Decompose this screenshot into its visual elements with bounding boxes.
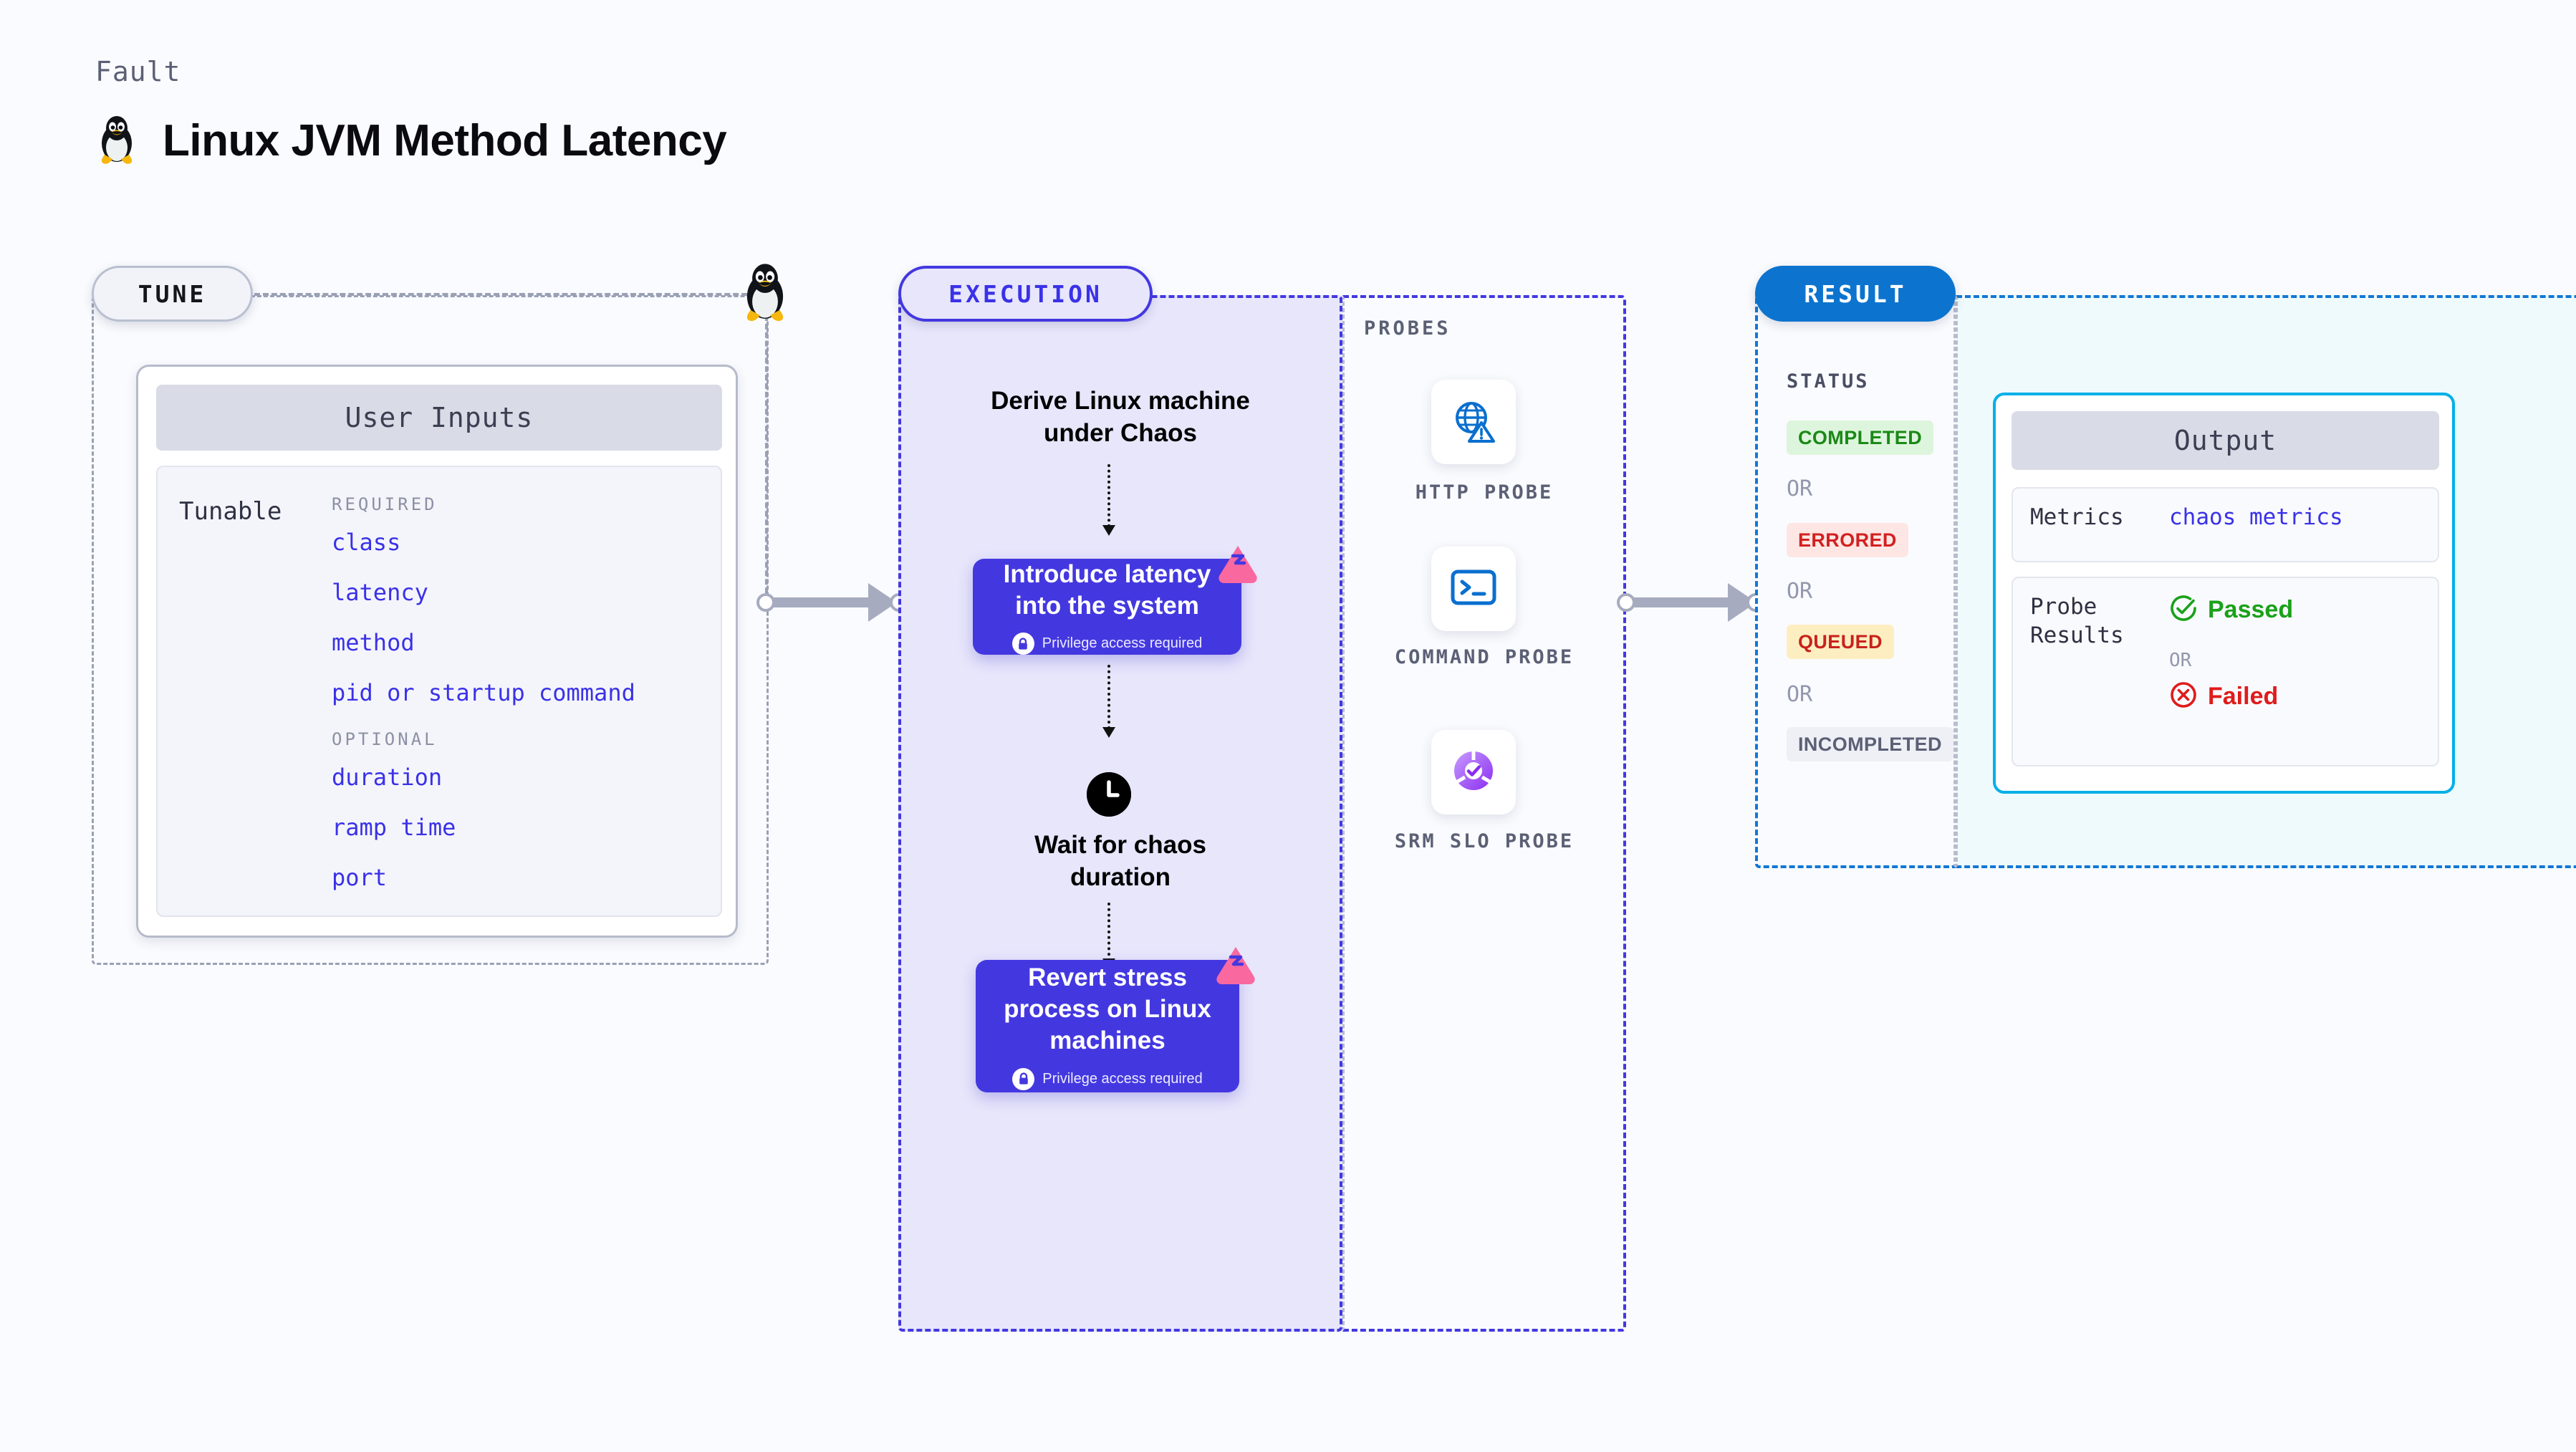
user-inputs-card: User Inputs Tunable REQUIRED class laten…: [136, 365, 738, 938]
flow-arrow-dotted: [1107, 665, 1110, 729]
output-probe-results-key: Probe Results: [2030, 594, 2124, 649]
litmus-chaos-icon: [1216, 540, 1260, 588]
tunable-group-title-required: REQUIRED: [332, 494, 438, 514]
execution-step-derive-label: Derive Linux machine under Chaos: [991, 387, 1250, 447]
x-circle-icon: [2169, 681, 2198, 713]
connector-line: [1633, 597, 1740, 607]
probes-section-label: PROBES: [1364, 317, 1451, 340]
probe-result-passed: Passed: [2169, 594, 2293, 626]
tux-penguin-icon: [95, 115, 138, 166]
probe-result-failed: Failed: [2169, 681, 2278, 713]
execution-step-introduce-latency-card[interactable]: Introduce latency into the system Privil…: [973, 546, 1257, 655]
tunable-item[interactable]: class: [332, 529, 401, 556]
output-probe-results-row: Probe Results Passed OR: [2012, 577, 2439, 766]
flow-arrow-dotted: [1107, 903, 1110, 961]
tune-connector-horizontal: [254, 293, 764, 296]
clock-icon: [1087, 772, 1131, 817]
execution-step-wait-label: Wait for chaos duration: [1034, 831, 1206, 891]
probe-caption-srm-slo: SRM SLO PROBE: [1394, 830, 1575, 852]
user-inputs-title: User Inputs: [156, 385, 722, 451]
probe-tile-http[interactable]: [1431, 380, 1516, 464]
tunable-group-title-optional: OPTIONAL: [332, 729, 438, 749]
tune-connector-vertical: [765, 315, 768, 602]
eyebrow-label: Fault: [95, 56, 181, 87]
tunable-item[interactable]: duration: [332, 764, 443, 791]
probe-tile-srm-slo[interactable]: [1431, 730, 1516, 814]
execution-card-title: Revert stress process on Linux machines: [1004, 963, 1211, 1054]
execution-pill-label: EXECUTION: [898, 266, 1153, 322]
tunable-item[interactable]: latency: [332, 579, 428, 606]
user-inputs-body: Tunable REQUIRED class latency method pi…: [156, 466, 722, 917]
tunable-item[interactable]: ramp time: [332, 814, 456, 841]
flow-arrow-dotted: [1107, 464, 1110, 527]
probe-result-failed-label: Failed: [2208, 683, 2279, 710]
or-separator: OR: [1787, 476, 1813, 501]
lock-icon: [1011, 633, 1034, 655]
privilege-note-text: Privilege access required: [1042, 1070, 1203, 1087]
output-metrics-value[interactable]: chaos metrics: [2169, 504, 2343, 530]
tune-pill-label: TUNE: [92, 266, 253, 322]
privilege-note: Privilege access required: [1011, 633, 1203, 655]
status-badge-queued: QUEUED: [1787, 625, 1894, 659]
output-card: Output Metrics chaos metrics Probe Resul…: [1993, 393, 2455, 794]
output-card-title: Output: [2012, 411, 2439, 470]
or-separator: OR: [1787, 682, 1813, 707]
status-badge-errored: ERRORED: [1787, 523, 1908, 557]
execution-card-title: Introduce latency into the system: [1003, 559, 1211, 620]
terminal-prompt-icon: [1450, 566, 1497, 612]
probe-result-passed-label: Passed: [2208, 596, 2294, 623]
tunable-item[interactable]: port: [332, 864, 388, 891]
page-title-row: Linux JVM Method Latency: [95, 115, 727, 166]
output-metrics-row: Metrics chaos metrics: [2012, 487, 2439, 562]
slo-donut-check-icon: [1450, 747, 1497, 798]
status-badge-completed: COMPLETED: [1787, 420, 1934, 455]
privilege-note: Privilege access required: [1012, 1067, 1203, 1090]
status-section-label: STATUS: [1787, 370, 1870, 393]
tunable-list: REQUIRED class latency method pid or sta…: [326, 484, 713, 914]
page-title: Linux JVM Method Latency: [163, 115, 727, 165]
tunable-label: Tunable: [179, 497, 282, 526]
litmus-chaos-icon: [1213, 941, 1258, 989]
probe-tile-command[interactable]: [1431, 547, 1516, 631]
connector-line: [772, 597, 880, 607]
globe-warning-icon: [1450, 397, 1497, 448]
privilege-note-text: Privilege access required: [1042, 635, 1203, 652]
flow-arrowhead: [1102, 727, 1115, 738]
tunable-item[interactable]: method: [332, 629, 415, 656]
result-panel: [1755, 295, 1956, 868]
or-separator: OR: [1787, 579, 1813, 604]
tunable-item[interactable]: pid or startup command: [332, 679, 635, 706]
execution-step-revert-card[interactable]: Revert stress process on Linux machines …: [976, 947, 1255, 1092]
lock-icon: [1012, 1067, 1035, 1090]
tune-panel: [92, 295, 769, 965]
flow-arrowhead: [1102, 525, 1115, 536]
status-badge-incompleted: INCOMPLETED: [1787, 727, 1953, 761]
output-metrics-key: Metrics: [2030, 504, 2124, 530]
probe-caption-http: HTTP PROBE: [1415, 481, 1554, 504]
check-circle-icon: [2169, 594, 2198, 626]
tux-penguin-marker-icon: [739, 262, 791, 327]
or-separator: OR: [2169, 650, 2192, 671]
probe-caption-command: COMMAND PROBE: [1394, 646, 1575, 668]
result-pill-label: RESULT: [1755, 266, 1956, 322]
